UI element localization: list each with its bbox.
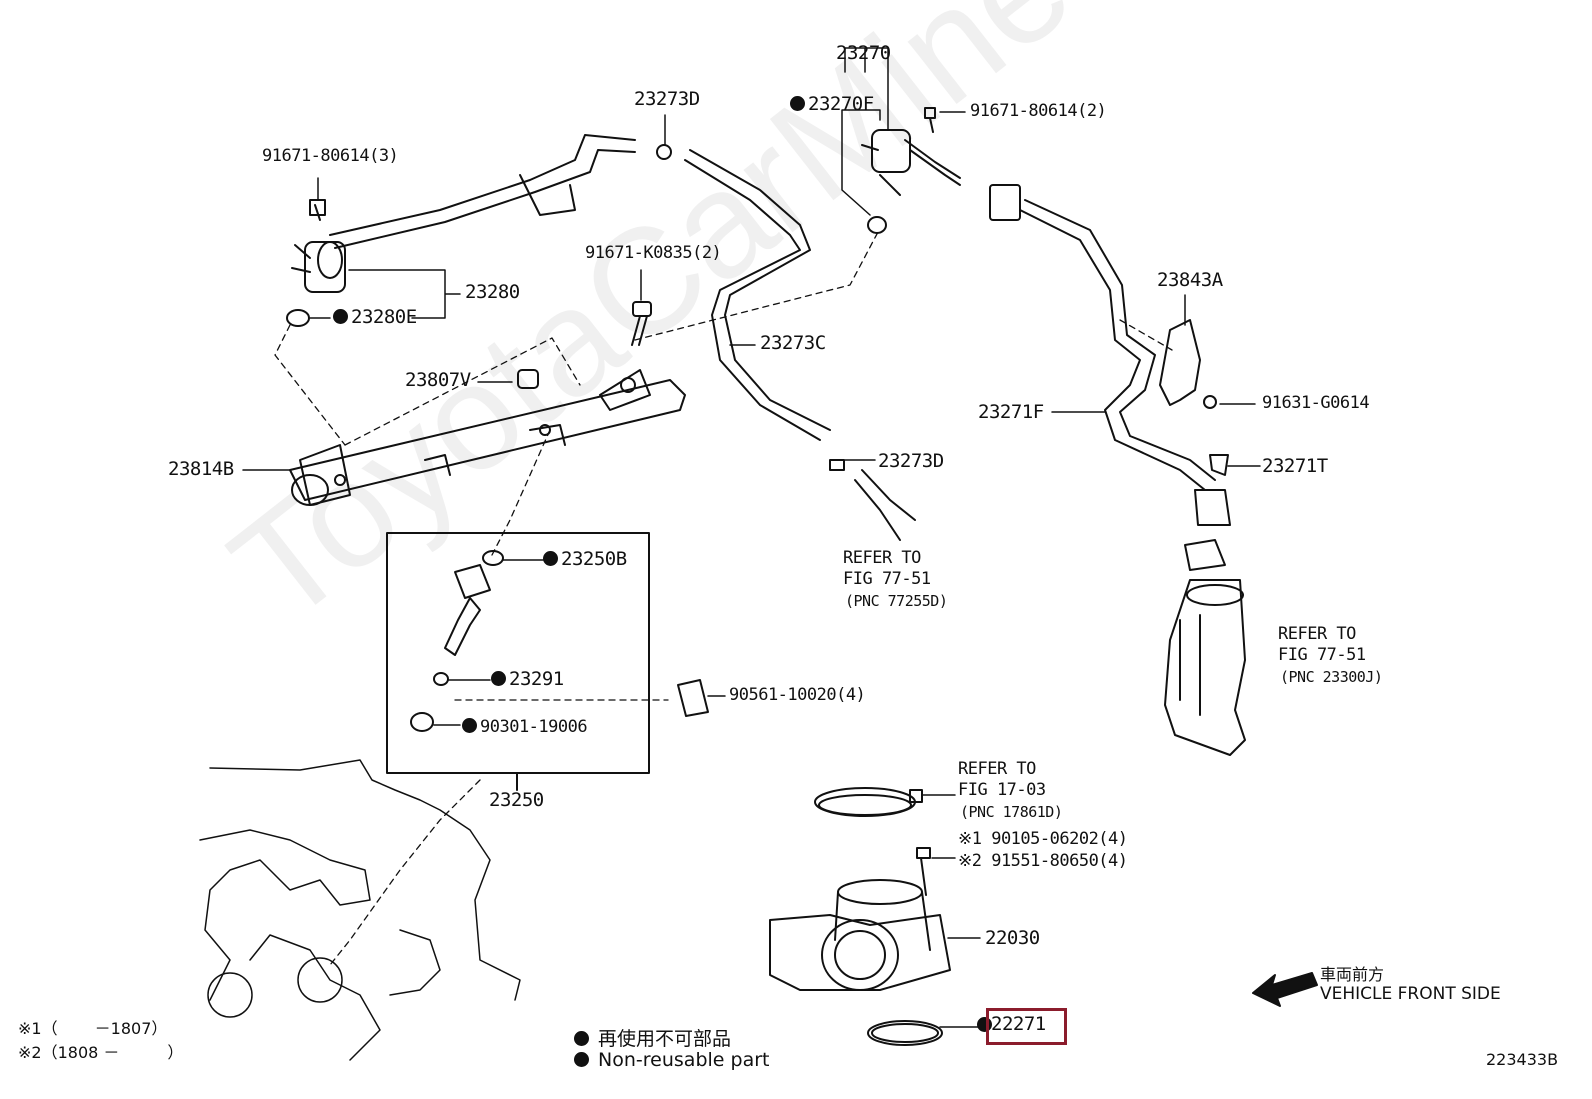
refer-17861d-line1[interactable]: REFER TO — [958, 759, 1036, 779]
label-90301-text: 90301-19006 — [480, 717, 588, 737]
vapor-pump-assembly — [1164, 539, 1246, 756]
label-23807v[interactable]: 23807V — [405, 369, 471, 391]
label-91551-80650[interactable]: ※2 91551-80650(4) — [958, 851, 1128, 871]
o-ring-23270f — [867, 216, 887, 234]
legend-en-text: Non-reusable part — [598, 1049, 770, 1071]
label-23814b[interactable]: 23814B — [168, 458, 234, 480]
label-23291[interactable]: 23291 — [491, 670, 564, 689]
leader-lines — [242, 47, 1261, 1028]
bolt-91671-k0835 — [631, 301, 652, 346]
label-91671-k0835[interactable]: 91671-K0835(2) — [585, 243, 722, 263]
fuel-return-pipe — [329, 134, 636, 249]
label-23271t[interactable]: 23271T — [1262, 455, 1328, 477]
bolt-91631-g0614 — [1203, 395, 1217, 409]
direction-en: VEHICLE FRONT SIDE — [1320, 984, 1501, 1004]
hose-clamp-ref — [814, 787, 923, 817]
legend-dot — [574, 1031, 589, 1046]
refer-17861d-line2[interactable]: FIG 17-03 — [958, 780, 1046, 800]
label-90105-06202[interactable]: ※1 90105-06202(4) — [958, 829, 1128, 849]
refer-23300j-line2[interactable]: FIG 77-51 — [1278, 645, 1366, 665]
note-1: ※1（ －1807） — [18, 1019, 168, 1038]
label-91631-g0614[interactable]: 91631-G0614 — [1262, 393, 1370, 413]
bolt-throttle — [916, 847, 931, 896]
throttle-body-22030 — [769, 879, 951, 991]
clip-23273d-bottom — [829, 459, 845, 471]
label-22271-text[interactable]: 22271 — [991, 1013, 1046, 1035]
label-23280e[interactable]: 23280E — [333, 308, 417, 327]
refer-23300j-line3: (PNC 23300J) — [1280, 668, 1383, 686]
label-90561-10020[interactable]: 90561-10020(4) — [729, 685, 866, 705]
clamp-23271t — [1209, 454, 1229, 476]
label-91671-80614-2[interactable]: 91671-80614(2) — [970, 101, 1107, 121]
non-reusable-dot — [790, 96, 805, 111]
insulator-23291 — [433, 672, 449, 686]
label-23273d-top[interactable]: 23273D — [634, 88, 700, 110]
label-22030[interactable]: 22030 — [985, 927, 1040, 949]
non-reusable-dot — [491, 671, 506, 686]
legend-ja-text: 再使用不可部品 — [598, 1028, 732, 1050]
refer-77255d-line2[interactable]: FIG 77-51 — [843, 569, 931, 589]
label-23280[interactable]: 23280 — [465, 281, 520, 303]
figure-code: 223433B — [1486, 1050, 1559, 1069]
bracket-23843a — [1159, 319, 1201, 406]
dashed-lines — [274, 231, 1173, 966]
direction-ja: 車両前方 — [1320, 965, 1385, 984]
non-reusable-dot — [543, 551, 558, 566]
label-23250b-text: 23250B — [561, 548, 627, 570]
label-23270f[interactable]: 23270F — [790, 95, 874, 114]
refer-17861d-line3: (PNC 17861D) — [960, 803, 1063, 821]
note-2: ※2（1808 － ） — [18, 1043, 184, 1062]
refer-77255d-line3: (PNC 77255D) — [845, 592, 948, 610]
label-23273c[interactable]: 23273C — [760, 332, 826, 354]
front-direction-arrow — [1252, 972, 1318, 1007]
refer-23300j-line1[interactable]: REFER TO — [1278, 624, 1356, 644]
non-reusable-dot — [462, 718, 477, 733]
label-91671-80614-3[interactable]: 91671-80614(3) — [262, 146, 399, 166]
fuel-delivery-rail — [289, 369, 686, 506]
collar-23807v — [517, 369, 539, 389]
label-23291-text: 23291 — [509, 668, 564, 690]
fuel-hose-23273c — [656, 144, 916, 541]
pressure-regulator-left — [286, 199, 346, 327]
highlight-box-22271 — [986, 1008, 1067, 1045]
gasket-22271 — [867, 1020, 943, 1046]
o-ring-23280e — [286, 309, 310, 327]
injector-box — [386, 532, 650, 791]
refer-77255d-line1[interactable]: REFER TO — [843, 548, 921, 568]
non-reusable-dot — [333, 309, 348, 324]
engine-outline — [199, 759, 521, 1061]
o-ring-90301 — [410, 712, 434, 732]
pressure-regulator-right — [861, 107, 961, 234]
o-ring-23250b — [482, 550, 504, 566]
legend-en: Non-reusable part — [574, 1049, 769, 1071]
grommet-90561 — [677, 679, 709, 717]
vapor-hose-23271f — [989, 184, 1231, 526]
label-23270[interactable]: 23270 — [836, 42, 891, 64]
label-23250[interactable]: 23250 — [489, 789, 544, 811]
label-23273d-bottom[interactable]: 23273D — [878, 450, 944, 472]
label-23280e-text: 23280E — [351, 306, 417, 328]
legend-ja: 再使用不可部品 — [574, 1024, 731, 1051]
label-23270f-text: 23270F — [808, 93, 874, 115]
legend-dot — [574, 1052, 589, 1067]
label-23250b[interactable]: 23250B — [543, 550, 627, 569]
clip-23273d-top — [656, 144, 672, 160]
label-90301-19006[interactable]: 90301-19006 — [462, 717, 588, 737]
label-23843a[interactable]: 23843A — [1157, 269, 1223, 291]
label-23271f[interactable]: 23271F — [978, 401, 1044, 423]
